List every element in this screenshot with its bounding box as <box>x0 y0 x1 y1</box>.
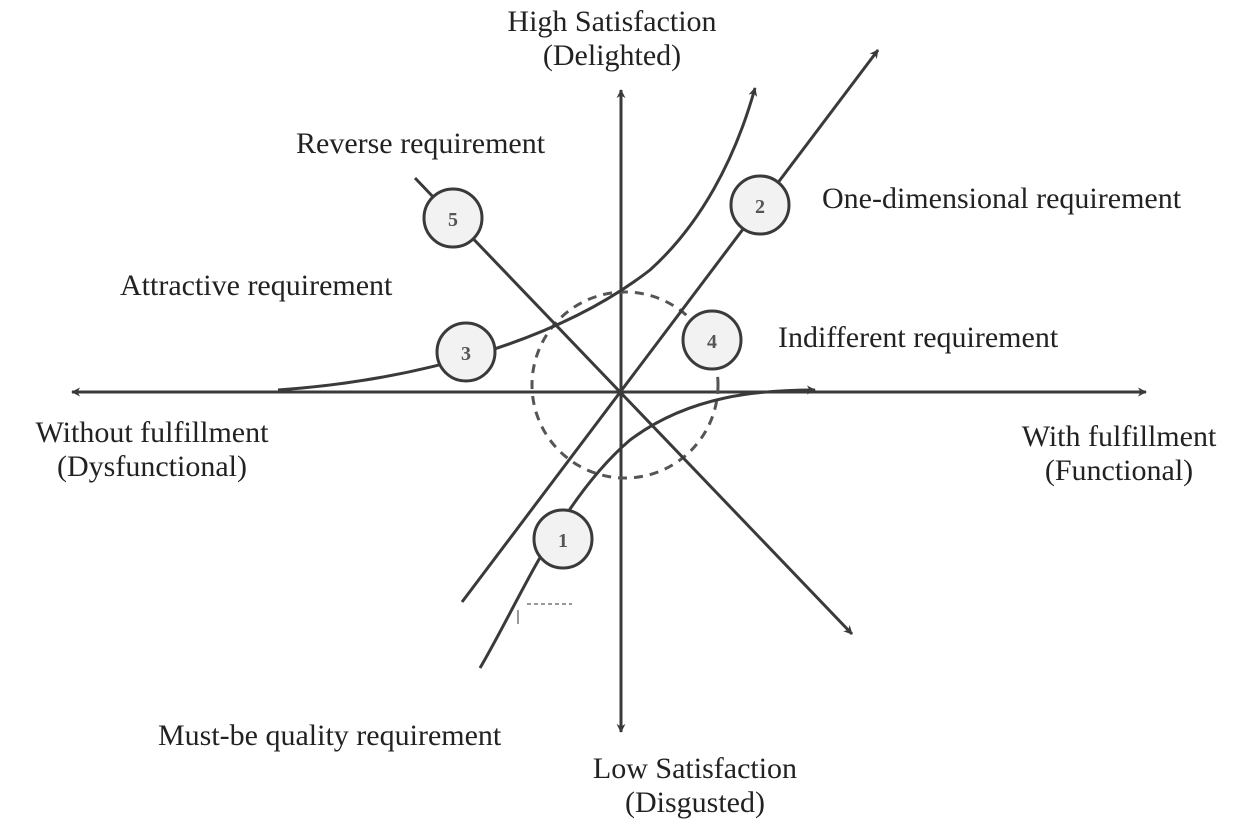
one-dimensional-requirement-label: One-dimensional requirement <box>822 182 1182 215</box>
high-satisfaction-line2: (Delighted) <box>542 39 682 72</box>
svg-text:5: 5 <box>448 209 458 231</box>
attractive-curve <box>277 87 758 392</box>
svg-text:1: 1 <box>558 530 568 552</box>
svg-text:4: 4 <box>707 331 717 353</box>
marker-4: 4 <box>681 309 743 371</box>
one-dimensional-line <box>460 49 880 603</box>
high-satisfaction-label: High Satisfaction (Delighted) <box>470 5 754 73</box>
marker-2: 2 <box>729 174 791 236</box>
svg-text:3: 3 <box>461 343 471 365</box>
svg-text:2: 2 <box>755 196 765 218</box>
indifferent-zone-circle <box>530 290 720 480</box>
without-fulfillment-label: Without fulfillment (Dysfunctional) <box>4 416 300 484</box>
marker-5: 5 <box>422 187 484 249</box>
with-fulfillment-label: With fulfillment (Functional) <box>990 420 1248 488</box>
with-fulfillment-line2: (Functional) <box>1044 454 1194 487</box>
without-fulfillment-line1: Without fulfillment <box>35 416 269 449</box>
must-be-curve <box>478 385 816 669</box>
high-satisfaction-line1: High Satisfaction <box>507 5 717 38</box>
must-be-quality-requirement-label: Must-be quality requirement <box>158 719 502 752</box>
without-fulfillment-line2: (Dysfunctional) <box>57 450 247 483</box>
low-satisfaction-line2: (Disgusted) <box>625 786 765 819</box>
low-satisfaction-line1: Low Satisfaction <box>592 752 798 785</box>
reverse-line <box>413 176 854 636</box>
marker-3: 3 <box>435 321 497 383</box>
low-satisfaction-label: Low Satisfaction (Disgusted) <box>560 752 830 820</box>
indifferent-requirement-label: Indifferent requirement <box>778 321 1059 354</box>
attractive-requirement-label: Attractive requirement <box>120 269 393 302</box>
reverse-requirement-label: Reverse requirement <box>296 127 546 160</box>
with-fulfillment-line1: With fulfillment <box>1021 420 1217 453</box>
marker-1: 1 <box>532 508 594 570</box>
